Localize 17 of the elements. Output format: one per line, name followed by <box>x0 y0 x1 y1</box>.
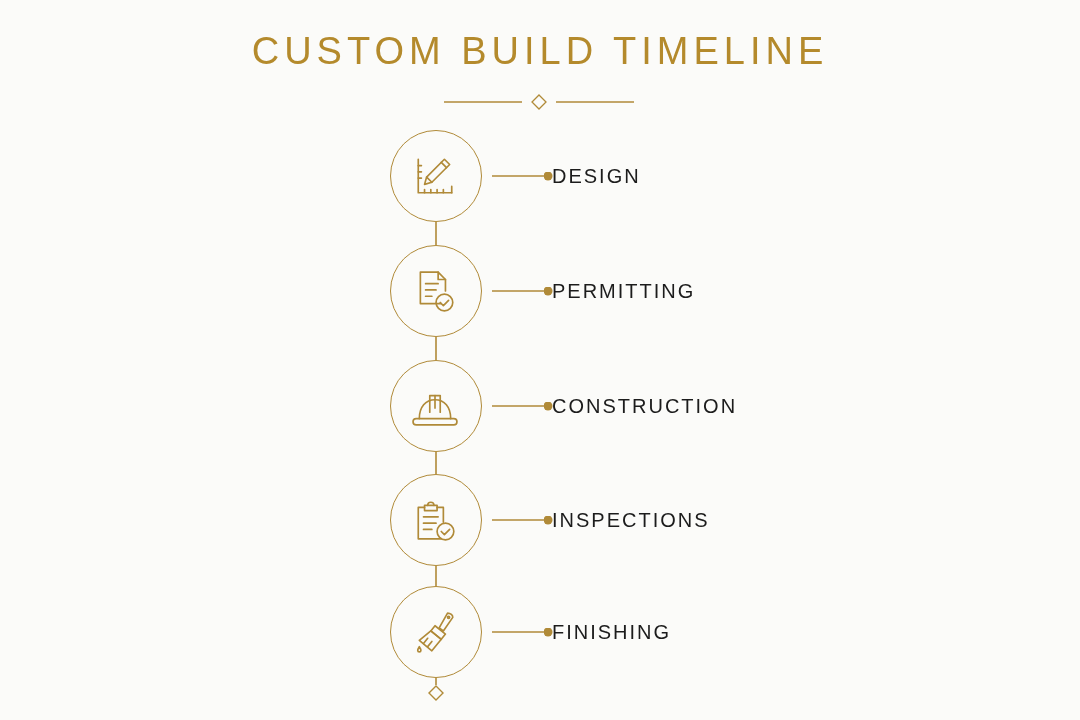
timeline-connector <box>435 565 437 587</box>
timeline-connector <box>435 336 437 361</box>
leader-line <box>491 171 553 181</box>
leader-line <box>491 627 553 637</box>
leader-line <box>491 515 553 525</box>
title: CUSTOM BUILD TIMELINE <box>250 30 830 73</box>
timeline-connector <box>435 221 437 246</box>
end-diamond <box>428 685 444 701</box>
step-label: PERMITTING <box>552 279 696 303</box>
timeline-connector <box>435 451 437 475</box>
leader-line <box>491 401 553 411</box>
step-label: DESIGN <box>552 164 641 188</box>
leader-line <box>491 286 553 296</box>
step-label: FINISHING <box>552 620 672 644</box>
timeline-connector <box>435 677 437 686</box>
step-label: INSPECTIONS <box>552 508 710 532</box>
step-label: CONSTRUCTION <box>552 394 738 418</box>
